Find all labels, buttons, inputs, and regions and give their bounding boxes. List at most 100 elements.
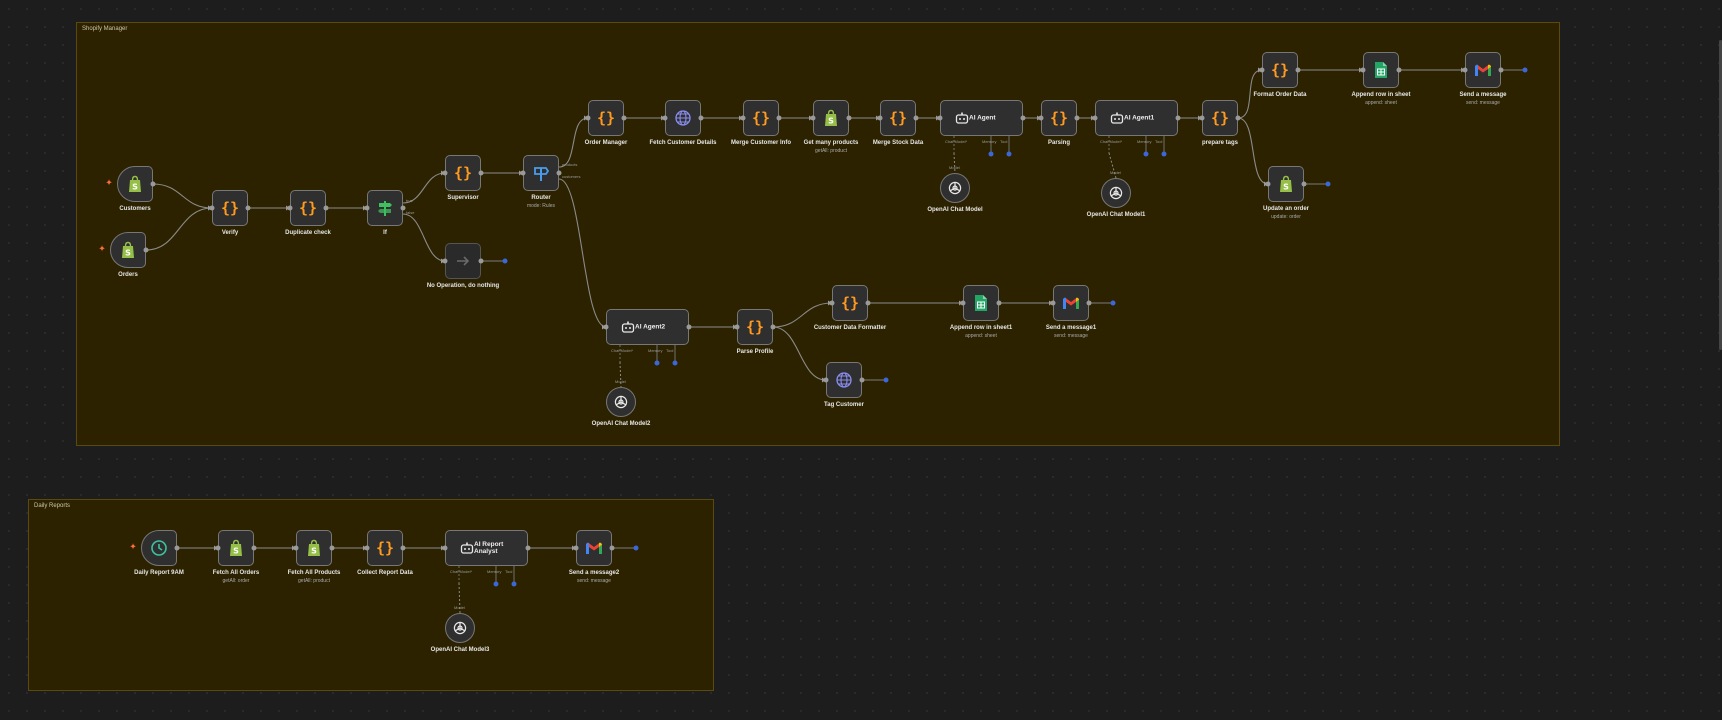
output-handle[interactable] — [865, 300, 871, 306]
input-handle[interactable] — [287, 205, 293, 211]
group-shopify-manager[interactable]: Shopify Manager — [76, 22, 1560, 446]
node-append-row1[interactable] — [963, 285, 999, 321]
add-node-handle[interactable] — [1522, 67, 1528, 73]
node-fetch-orders[interactable]: S — [218, 530, 254, 566]
output-handle[interactable] — [996, 300, 1002, 306]
output-handle[interactable] — [1498, 67, 1504, 73]
node-send-message[interactable] — [1465, 52, 1501, 88]
input-handle[interactable] — [877, 115, 883, 121]
input-handle[interactable] — [573, 545, 579, 551]
input-handle[interactable] — [364, 545, 370, 551]
connection-orders-to-verify[interactable] — [145, 207, 213, 251]
add-node-handle[interactable] — [1110, 300, 1116, 306]
input-handle[interactable] — [364, 205, 370, 211]
node-parsing[interactable]: {} — [1041, 100, 1077, 136]
node-order-manager[interactable]: {} — [588, 100, 624, 136]
add-node-handle[interactable] — [633, 545, 639, 551]
node-merge-customer[interactable]: {} — [743, 100, 779, 136]
node-prepare-tags[interactable]: {} — [1202, 100, 1238, 136]
input-handle[interactable] — [810, 115, 816, 121]
node-fetch-customer[interactable] — [665, 100, 701, 136]
input-handle[interactable] — [937, 115, 943, 121]
node-duplicate-check[interactable]: {} — [290, 190, 326, 226]
output-handle[interactable] — [174, 545, 180, 551]
connection-prepare_tags-to-format_order[interactable] — [1237, 69, 1263, 119]
node-customer-formatter[interactable]: {} — [832, 285, 868, 321]
output-handle[interactable] — [1175, 115, 1181, 121]
add-tool-handle[interactable] — [672, 360, 678, 366]
output-handle[interactable] — [150, 181, 156, 187]
node-router[interactable] — [523, 155, 559, 191]
input-handle[interactable] — [1092, 115, 1098, 121]
add-tool-handle[interactable] — [1006, 151, 1012, 157]
node-orders[interactable]: S — [110, 232, 146, 268]
input-handle[interactable] — [1462, 67, 1468, 73]
output-handle[interactable] — [1396, 67, 1402, 73]
model-connection[interactable] — [953, 152, 956, 174]
node-update-order[interactable]: S — [1268, 166, 1304, 202]
output-handle[interactable] — [245, 205, 251, 211]
input-handle[interactable] — [442, 545, 448, 551]
output-handle[interactable] — [686, 324, 692, 330]
node-ai-report[interactable]: AI Report Analyst — [445, 530, 528, 566]
node-noop[interactable] — [445, 243, 481, 279]
output-handle[interactable] — [323, 205, 329, 211]
node-ai-agent1[interactable]: AI Agent1 — [1095, 100, 1178, 136]
output-handle[interactable] — [776, 115, 782, 121]
input-handle[interactable] — [829, 300, 835, 306]
node-verify[interactable]: {} — [212, 190, 248, 226]
connection-parse_profile-to-customer_formatter[interactable] — [772, 302, 833, 328]
node-supervisor[interactable]: {} — [445, 155, 481, 191]
output-handle[interactable] — [1020, 115, 1026, 121]
input-handle[interactable] — [1038, 115, 1044, 121]
input-handle[interactable] — [520, 170, 526, 176]
node-collect-report[interactable]: {} — [367, 530, 403, 566]
output-handle[interactable] — [846, 115, 852, 121]
input-handle[interactable] — [603, 324, 609, 330]
add-node-handle[interactable] — [883, 377, 889, 383]
add-memory-handle[interactable] — [1143, 151, 1149, 157]
input-handle[interactable] — [1360, 67, 1366, 73]
input-handle[interactable] — [1199, 115, 1205, 121]
input-handle[interactable] — [209, 205, 215, 211]
output-handle[interactable] — [913, 115, 919, 121]
input-handle[interactable] — [1050, 300, 1056, 306]
node-if[interactable] — [367, 190, 403, 226]
connection-if-to-noop[interactable] — [402, 213, 446, 262]
node-tag-customer[interactable] — [826, 362, 862, 398]
connection-router-to-ai_agent2[interactable] — [558, 178, 607, 328]
node-openai-model3[interactable] — [445, 613, 475, 643]
input-handle[interactable] — [442, 170, 448, 176]
node-get-products[interactable]: S — [813, 100, 849, 136]
connection-parse_profile-to-tag_customer[interactable] — [772, 326, 827, 381]
canvas-scrollbar[interactable] — [1719, 40, 1722, 350]
node-openai-model[interactable] — [940, 173, 970, 203]
node-format-order[interactable]: {} — [1262, 52, 1298, 88]
connection-customers-to-verify[interactable] — [152, 183, 213, 209]
input-handle[interactable] — [662, 115, 668, 121]
output-handle[interactable] — [478, 258, 484, 264]
add-memory-handle[interactable] — [493, 581, 499, 587]
node-merge-stock[interactable]: {} — [880, 100, 916, 136]
input-handle[interactable] — [734, 324, 740, 330]
output-handle[interactable] — [400, 205, 406, 211]
node-append-row[interactable] — [1363, 52, 1399, 88]
output-handle[interactable] — [770, 324, 776, 330]
node-customers[interactable]: S — [117, 166, 153, 202]
add-node-handle[interactable] — [502, 258, 508, 264]
output-handle[interactable] — [525, 545, 531, 551]
input-handle[interactable] — [740, 115, 746, 121]
node-send-message2[interactable] — [576, 530, 612, 566]
input-handle[interactable] — [585, 115, 591, 121]
output-handle[interactable] — [329, 545, 335, 551]
input-handle[interactable] — [960, 300, 966, 306]
output-handle[interactable] — [400, 545, 406, 551]
input-handle[interactable] — [823, 377, 829, 383]
add-node-handle[interactable] — [1325, 181, 1331, 187]
output-handle[interactable] — [859, 377, 865, 383]
output-handle[interactable] — [1235, 115, 1241, 121]
output-handle[interactable] — [1295, 67, 1301, 73]
node-send-message1[interactable] — [1053, 285, 1089, 321]
connection-prepare_tags-to-update_order[interactable] — [1237, 117, 1269, 185]
input-handle[interactable] — [215, 545, 221, 551]
